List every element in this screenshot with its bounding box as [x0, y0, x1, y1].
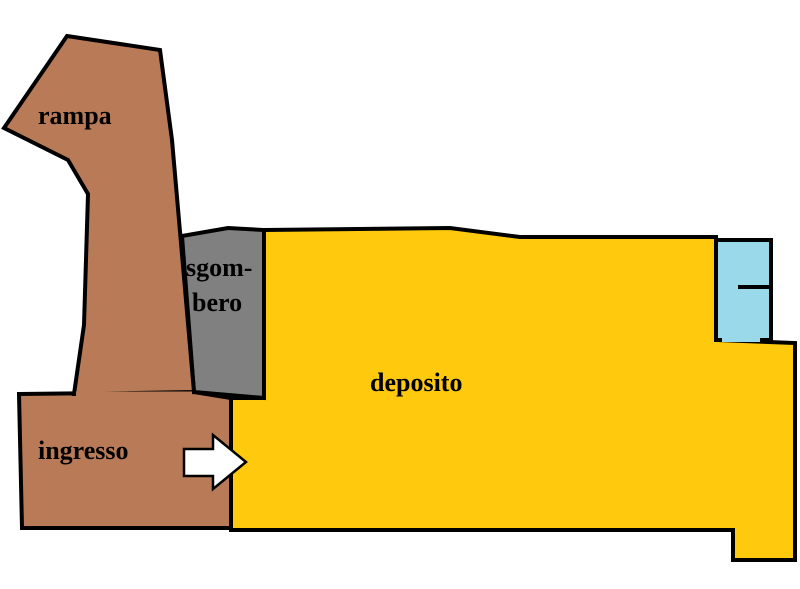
room-bagno: [714, 238, 773, 342]
label-sgombero-line2: bero: [192, 288, 242, 317]
label-ingresso: ingresso: [38, 436, 129, 465]
label-deposito: deposito: [370, 368, 462, 397]
room-deposito: [229, 225, 797, 562]
label-rampa: rampa: [38, 101, 112, 130]
room-rampa: [1, 33, 197, 397]
label-sgombero-line1: sgom-: [186, 253, 252, 282]
entrance-arrow-icon: [182, 432, 248, 492]
